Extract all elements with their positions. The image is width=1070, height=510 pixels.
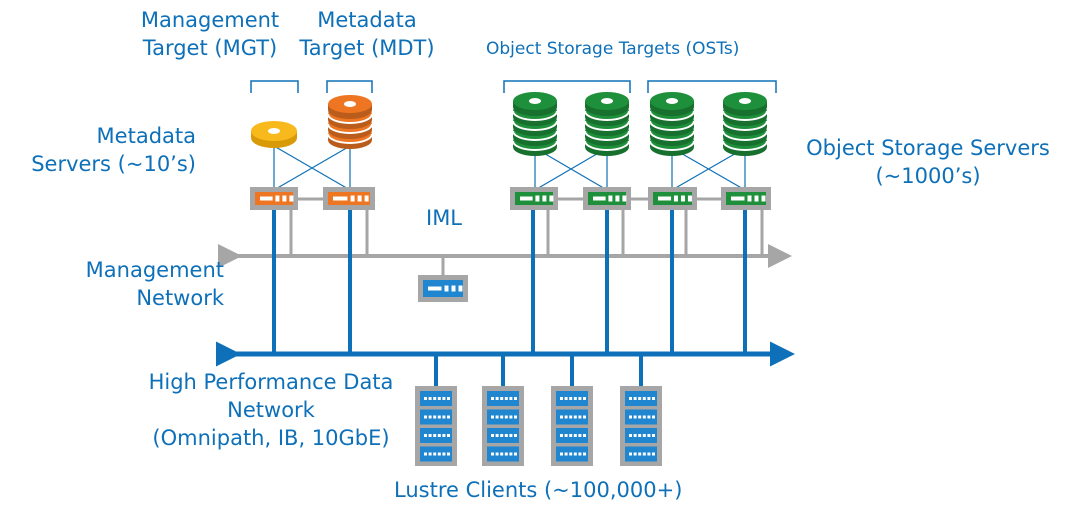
ost-bracket-left (503, 80, 631, 93)
oss-label: Object Storage Servers (~1000’s) (790, 134, 1066, 190)
ost-disk-stack-icon-4 (722, 92, 768, 156)
osts-label: Object Storage Targets (OSTs) (486, 39, 740, 59)
mds-label: Metadata Servers (~10’s) (20, 122, 196, 178)
servers (250, 187, 771, 302)
management-links (289, 197, 764, 275)
mds-label-line1: Metadata (96, 124, 196, 148)
oss-server-icon-3 (648, 187, 697, 210)
mds-server-icon-2 (323, 187, 375, 210)
mgt-label-line2: Target (MGT) (142, 36, 278, 60)
data-network-label-line2: Network (227, 398, 315, 422)
data-network-label-line1: High Performance Data (148, 370, 394, 394)
mdt-label: Metadata Target (MDT) (292, 6, 442, 62)
data-network-label-line3: (Omnipath, IB, 10GbE) (152, 426, 390, 450)
data-network-links (272, 208, 747, 386)
client-rack-icon-4 (620, 386, 662, 466)
mgt-bracket (250, 80, 299, 93)
ost-disk-stack-icon-1 (512, 92, 558, 156)
management-network-label-line1: Management (85, 258, 224, 282)
ost-disk-stack-icon-3 (649, 92, 695, 156)
management-network-label-line2: Network (136, 286, 224, 310)
mdt-disk-stack-icon (327, 95, 373, 149)
oss-label-line2: (~1000’s) (875, 164, 981, 188)
oss-server-icon-2 (583, 187, 631, 210)
mgt-label-line1: Management (140, 8, 280, 32)
mdt-bracket (326, 80, 373, 93)
disk-stacks (327, 92, 768, 156)
target-brackets (250, 80, 777, 93)
management-network-label: Management Network (20, 256, 224, 312)
lustre-clients-label: Lustre Clients (~100,000+) (394, 478, 683, 502)
oss-server-icon-4 (721, 187, 771, 210)
oss-server-icon-1 (510, 187, 558, 210)
mgt-label: Management Target (MGT) (120, 6, 300, 62)
iml-label: IML (426, 206, 463, 230)
oss-label-line1: Object Storage Servers (806, 136, 1050, 160)
mds-server-icon-1 (250, 187, 298, 210)
client-rack-icon-3 (551, 386, 593, 466)
data-network-label: High Performance Data Network (Omnipath,… (130, 368, 412, 452)
mds-label-line2: Servers (~10’s) (31, 152, 196, 176)
mdt-label-line1: Metadata (317, 8, 417, 32)
client-rack-icon-2 (482, 386, 524, 466)
target-server-cabling (273, 145, 746, 191)
client-rack-icon-1 (415, 386, 457, 466)
iml-server-icon (418, 275, 468, 302)
mgt-disk-icon (251, 121, 297, 148)
ost-bracket-right (647, 80, 777, 93)
ost-disk-stack-icon-2 (584, 92, 630, 156)
clients (415, 386, 662, 466)
mdt-label-line2: Target (MDT) (299, 36, 435, 60)
